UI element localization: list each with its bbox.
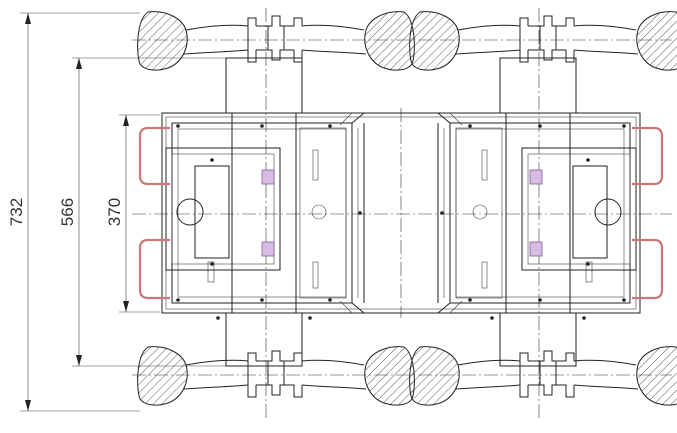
- wheel-axle-top-left: [137, 11, 415, 71]
- purple-markers: [261, 169, 543, 257]
- dimension-label-inner: 370: [105, 198, 124, 226]
- wheel-axle-bottom-left: [137, 346, 415, 406]
- dimension-lines: [20, 12, 226, 412]
- main-frame: [161, 112, 641, 314]
- wheel-axle-bottom-right: [409, 346, 677, 406]
- bolt-markers: [176, 124, 626, 320]
- axle-center-lines: [132, 8, 672, 420]
- wheel-axle-top-right: [409, 11, 677, 71]
- bolster-connectors: [225, 57, 577, 367]
- dimension-label-overall: 732: [7, 198, 26, 226]
- dimension-label-middle: 566: [58, 198, 77, 226]
- lifting-handles: [138, 126, 664, 300]
